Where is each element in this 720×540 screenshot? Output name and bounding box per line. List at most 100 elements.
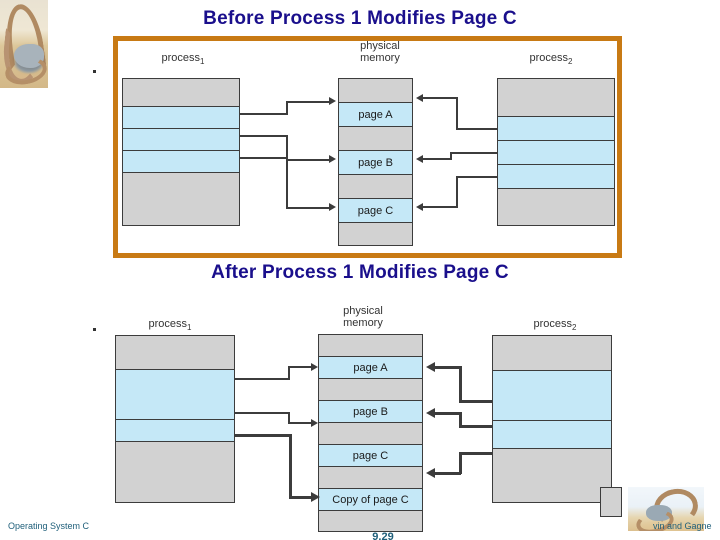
physical-memory-column-after: page A page B page C Copy of page C — [318, 334, 423, 532]
connector-arrow — [426, 468, 435, 478]
memory-cell — [338, 222, 413, 246]
label-physical-memory-before: physical memory — [360, 40, 400, 64]
scorpion-body-icon — [646, 505, 672, 521]
memory-cell — [318, 378, 423, 400]
label-process2-before: process2 — [529, 52, 573, 67]
connector-arrow — [329, 203, 336, 211]
connector-line — [434, 412, 461, 415]
process2-column-after — [492, 335, 612, 503]
connector-line — [450, 152, 497, 154]
connector-line — [456, 176, 497, 178]
memory-cell — [492, 370, 612, 420]
connector-line — [289, 434, 292, 498]
connector-line — [459, 425, 493, 428]
memory-cell — [318, 422, 423, 444]
figure-caption-number: 9.29 — [372, 531, 394, 540]
memory-cell-page-b: page B — [318, 400, 423, 422]
connector-arrow — [329, 97, 336, 105]
connector-line — [459, 412, 462, 427]
memory-cell-page-a: page A — [318, 356, 423, 378]
memory-cell — [497, 188, 615, 226]
connector-arrow — [416, 155, 423, 163]
connector-line — [235, 412, 290, 414]
page-title-after: After Process 1 Modifies Page C — [211, 262, 509, 283]
memory-cell — [492, 420, 612, 448]
connector-line — [288, 412, 290, 424]
connector-line — [456, 97, 458, 130]
memory-cell-page-c: page C — [338, 198, 413, 222]
memory-cell — [122, 150, 240, 172]
connector-arrow — [416, 203, 423, 211]
memory-cell — [318, 510, 423, 532]
physical-memory-column-before: page A page B page C — [338, 78, 413, 246]
memory-cell — [122, 106, 240, 128]
memory-cell-page-c: page C — [318, 444, 423, 466]
label-process1-after: process1 — [148, 318, 192, 333]
connector-line — [286, 135, 288, 161]
connector-line — [423, 206, 458, 208]
connector-arrow — [426, 362, 435, 372]
memory-cell — [122, 78, 240, 106]
connector-line — [240, 157, 288, 159]
memory-cell — [492, 335, 612, 370]
memory-cell — [318, 334, 423, 356]
process1-column-after — [115, 335, 235, 503]
connector-line — [459, 452, 493, 455]
footer-right-text: vin and Gagne — [653, 521, 712, 531]
bullet-dot-before — [93, 70, 96, 73]
connector-line — [286, 207, 329, 209]
connector-line — [459, 400, 493, 403]
bullet-dot-after — [93, 328, 96, 331]
label-physical-memory-after: physical memory — [343, 305, 383, 329]
connector-arrow — [416, 94, 423, 102]
process2-column-before — [497, 78, 615, 226]
connector-line — [288, 366, 313, 368]
page-title-before: Before Process 1 Modifies Page C — [203, 8, 517, 29]
connector-line — [456, 176, 458, 208]
memory-cell — [115, 369, 235, 419]
connector-line — [459, 366, 462, 402]
connector-line — [459, 452, 462, 474]
connector-line — [286, 101, 329, 103]
connector-line — [288, 422, 313, 424]
connector-arrow — [311, 363, 318, 371]
memory-cell — [115, 419, 235, 441]
memory-cell — [318, 466, 423, 488]
footer-left-text: Operating System C — [8, 521, 90, 531]
connector-line — [286, 157, 288, 209]
scorpion-body-icon — [14, 44, 44, 68]
connector-arrow — [311, 492, 320, 502]
memory-cell — [497, 164, 615, 188]
connector-line — [450, 152, 452, 160]
memory-cell-copy-of-page-c: Copy of page C — [318, 488, 423, 510]
connector-line — [235, 434, 292, 437]
connector-line — [235, 378, 290, 380]
connector-line — [286, 101, 288, 115]
memory-cell — [338, 174, 413, 198]
memory-cell — [338, 78, 413, 102]
connector-line — [423, 158, 452, 160]
connector-arrow — [329, 155, 336, 163]
book-cover-art — [0, 0, 48, 88]
memory-cell — [115, 441, 235, 503]
memory-cell-page-b: page B — [338, 150, 413, 174]
memory-cell — [338, 126, 413, 150]
memory-cell — [122, 128, 240, 150]
connector-line — [286, 159, 329, 161]
memory-cell — [497, 78, 615, 116]
connector-line — [423, 97, 458, 99]
connector-line — [289, 496, 313, 499]
memory-cell — [497, 116, 615, 140]
memory-cell — [497, 140, 615, 164]
memory-cell — [492, 448, 612, 503]
connector-line — [240, 135, 288, 137]
process1-column-before — [122, 78, 240, 226]
label-process2-after: process2 — [533, 318, 577, 333]
connector-line — [240, 113, 288, 115]
footer-cover-art — [628, 487, 704, 531]
footer-occluder — [600, 487, 622, 517]
connector-line — [456, 128, 497, 130]
memory-cell — [115, 335, 235, 369]
connector-line — [434, 472, 461, 475]
memory-cell — [122, 172, 240, 226]
